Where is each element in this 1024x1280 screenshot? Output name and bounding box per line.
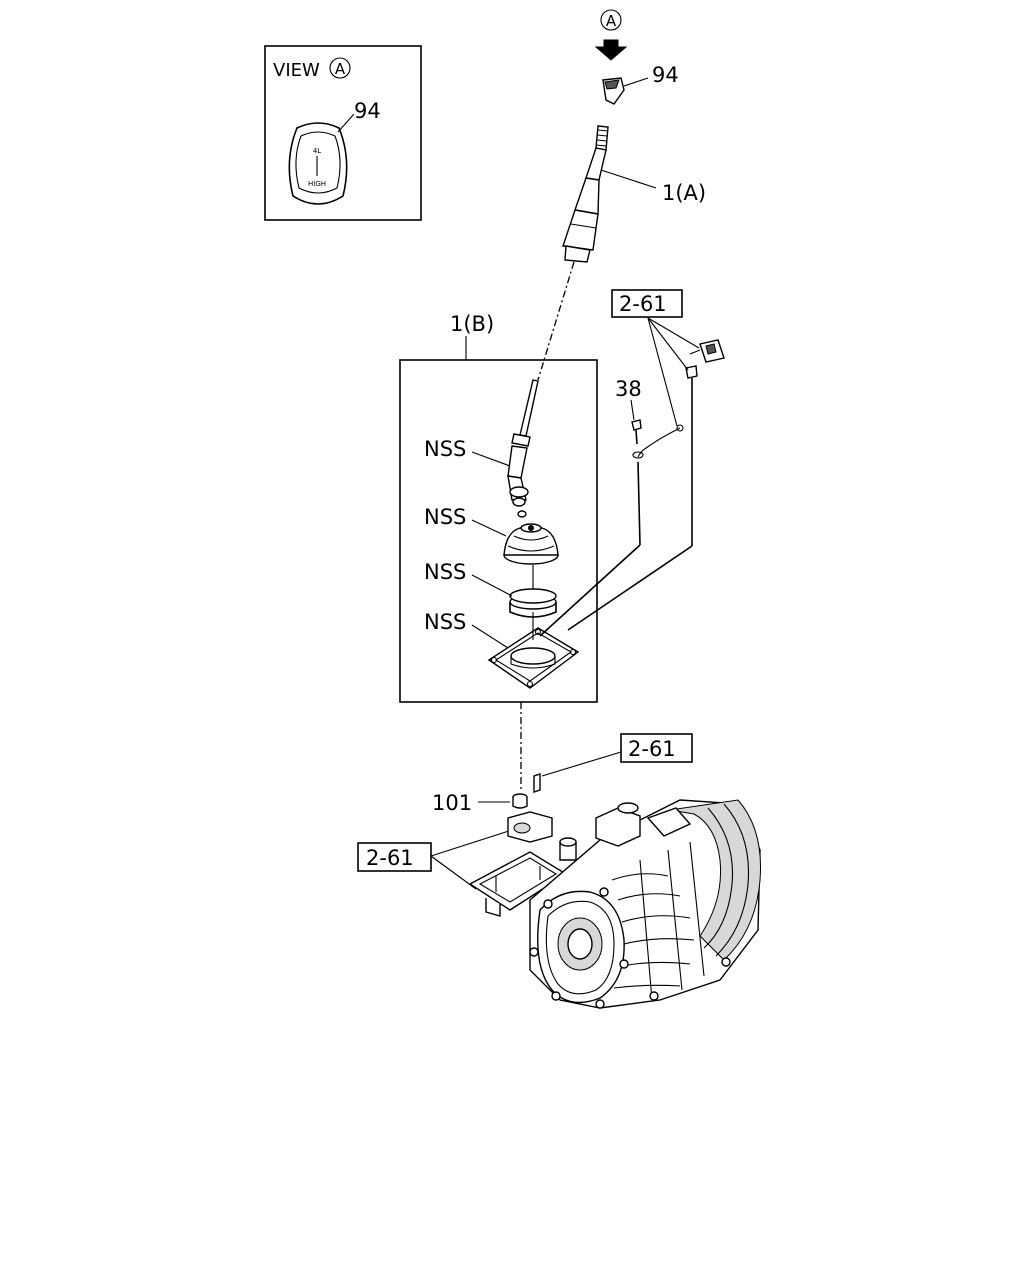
ref-leader-top bbox=[647, 317, 700, 427]
shift-lever-upper bbox=[562, 125, 657, 263]
bolt bbox=[631, 419, 644, 459]
grommet bbox=[512, 793, 528, 809]
view-part-number: 94 bbox=[354, 99, 381, 123]
ref-box-top[interactable] bbox=[611, 289, 683, 318]
knob-top-label: 4L bbox=[313, 147, 321, 155]
view-title: VIEW bbox=[273, 60, 320, 81]
lever-upper-label: 1(A) bbox=[662, 181, 706, 205]
shift-boot bbox=[503, 523, 559, 565]
knob-bottom-label: HIGH bbox=[308, 180, 326, 188]
ref-box-bottom[interactable] bbox=[357, 842, 432, 872]
nss-label-3: NSS bbox=[424, 560, 466, 584]
cover-plate bbox=[487, 627, 580, 689]
harness-connector bbox=[685, 339, 725, 379]
bolt-part-label: 38 bbox=[615, 377, 642, 401]
harness-wire bbox=[539, 378, 693, 637]
view-circle-letter: A bbox=[335, 60, 346, 78]
shift-lever-lower bbox=[507, 379, 539, 518]
ref-box-middle[interactable] bbox=[620, 733, 693, 763]
assembly-axis-line bbox=[537, 261, 575, 381]
view-a-marker: A bbox=[594, 9, 628, 61]
lever-assembly-box bbox=[399, 336, 598, 703]
shift-knob bbox=[602, 77, 649, 105]
lever-lower-label: 1(B) bbox=[450, 312, 494, 336]
grommet-part-label: 101 bbox=[432, 791, 472, 815]
knob-part-label: 94 bbox=[652, 63, 679, 87]
ref-box-middle-label[interactable]: 2-61 bbox=[628, 737, 676, 761]
shift-knob-top-icon bbox=[288, 122, 348, 205]
nss-label-2: NSS bbox=[424, 505, 466, 529]
view-a-inset: VIEW A 94 4L HIGH bbox=[264, 45, 422, 221]
view-arrow-icon bbox=[594, 39, 628, 61]
view-marker-letter: A bbox=[606, 12, 617, 30]
transfer-case bbox=[468, 799, 761, 1009]
ref-box-bottom-label[interactable]: 2-61 bbox=[366, 846, 414, 870]
nss-label-4: NSS bbox=[424, 610, 466, 634]
nss-label-1: NSS bbox=[424, 437, 466, 461]
locating-pin bbox=[533, 773, 541, 793]
ref-box-top-label[interactable]: 2-61 bbox=[619, 292, 667, 316]
